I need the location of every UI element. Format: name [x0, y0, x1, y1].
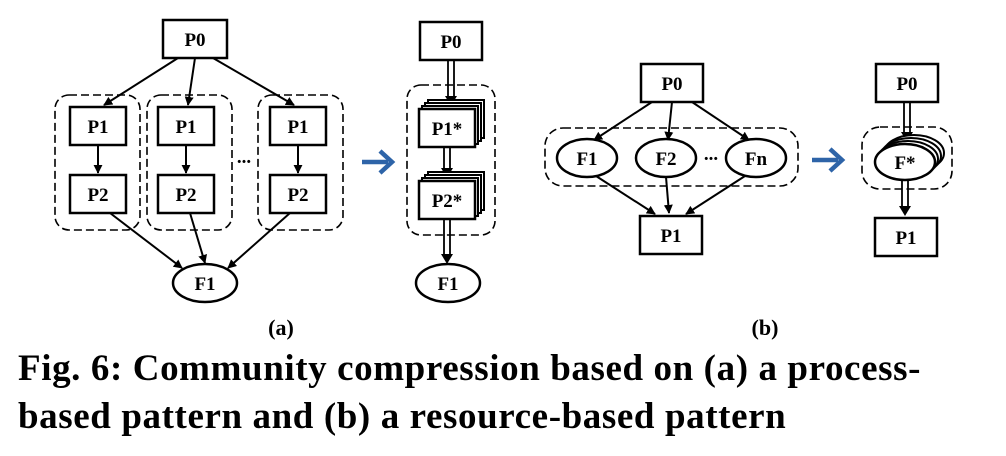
- node-p0-label: P0: [184, 30, 205, 51]
- node-p1-star-stack: [417, 99, 485, 149]
- edge-p2-f1-col3: [227, 212, 291, 269]
- node-p1-col1-label: P1: [87, 117, 108, 138]
- node-p2-col3: [268, 173, 328, 215]
- node-b-p0-label: P0: [661, 74, 682, 95]
- node-b-f1: [555, 137, 619, 179]
- compression-arrow-b: [812, 147, 846, 173]
- node-p2-col3-label: P2: [287, 185, 308, 206]
- edge-b-p0-fn: [691, 101, 750, 141]
- figure-canvas: P0 P1 P2 P1 P2 ... P1 P2: [54, 18, 953, 340]
- edge-p2-f1-col2: [189, 212, 207, 264]
- community-group-b-compressed: [861, 126, 953, 190]
- diagram-a-compressed: P0 P1* P2*: [406, 20, 496, 304]
- edge-p2-f1-col1: [109, 212, 183, 269]
- community-group-1: [54, 94, 141, 231]
- node-b-f2-label: F2: [655, 149, 676, 170]
- node-p2-star-stack: [417, 171, 485, 221]
- edge-p0-p1-b: [184, 57, 196, 106]
- node-b-p0-compressed: [874, 62, 940, 104]
- node-b-p1-label: P1: [660, 226, 681, 247]
- node-p2-star-label: P2*: [432, 191, 463, 212]
- node-p0-compressed: [418, 20, 484, 62]
- node-f1-label: F1: [194, 274, 215, 295]
- subfigure-label-a: (a): [268, 315, 294, 340]
- node-p1-star-label: P1*: [432, 119, 463, 140]
- diagram-a-original: P0 P1 P2 P1 P2 ... P1 P2: [54, 18, 344, 304]
- edge-p2star-f1: [441, 219, 453, 264]
- compression-arrow-a: [362, 149, 396, 175]
- node-p0-compressed-label: P0: [440, 32, 461, 53]
- edge-b-f1-p1: [595, 175, 656, 215]
- node-p1-col3-label: P1: [287, 117, 308, 138]
- node-p2-col2-label: P2: [175, 185, 196, 206]
- node-b-fn-label: Fn: [745, 149, 768, 170]
- edge-p0-p1-a: [103, 57, 179, 106]
- edge-b-p0-f2: [664, 101, 674, 141]
- node-p2-col2: [156, 173, 216, 215]
- subfigure-label-b: (b): [752, 315, 779, 340]
- node-p1-col2-label: P1: [175, 117, 196, 138]
- community-group-3: [257, 94, 344, 231]
- edge-b-fn-p1: [685, 175, 746, 215]
- community-group-b: [544, 127, 799, 187]
- edge-b-f2-p1: [663, 176, 673, 214]
- node-b-p1-compressed: [873, 216, 939, 258]
- node-p1-col1: [68, 105, 128, 147]
- community-group-compressed: [406, 84, 496, 236]
- figure-caption: Fig. 6: Community compression based on (…: [18, 348, 922, 437]
- node-b-fn: [724, 137, 788, 179]
- node-f1-compressed: [414, 262, 482, 304]
- ellipsis-b: ...: [704, 144, 718, 165]
- edge-p0-p1-c: [212, 57, 295, 106]
- edge-b-p0-f1: [593, 101, 653, 141]
- node-p2-col1: [68, 173, 128, 215]
- node-f-star-stack: [873, 134, 945, 182]
- node-b-p1: [638, 214, 704, 256]
- ellipsis-a: ...: [237, 147, 251, 168]
- node-f1: [171, 262, 239, 304]
- node-p1-col3: [268, 105, 328, 147]
- node-b-p1-compressed-label: P1: [895, 228, 916, 249]
- node-p2-col1-label: P2: [87, 185, 108, 206]
- diagram-b-compressed: P0 F* P1: [861, 62, 953, 258]
- node-f1-compressed-label: F1: [437, 274, 458, 295]
- edge-b-fstar-p1: [899, 180, 911, 216]
- node-b-f1-label: F1: [576, 149, 597, 170]
- node-b-p0-compressed-label: P0: [896, 74, 917, 95]
- diagram-b-original: P0 F1 F2 ... Fn P1: [544, 62, 799, 256]
- node-f-star-label: F*: [894, 153, 915, 174]
